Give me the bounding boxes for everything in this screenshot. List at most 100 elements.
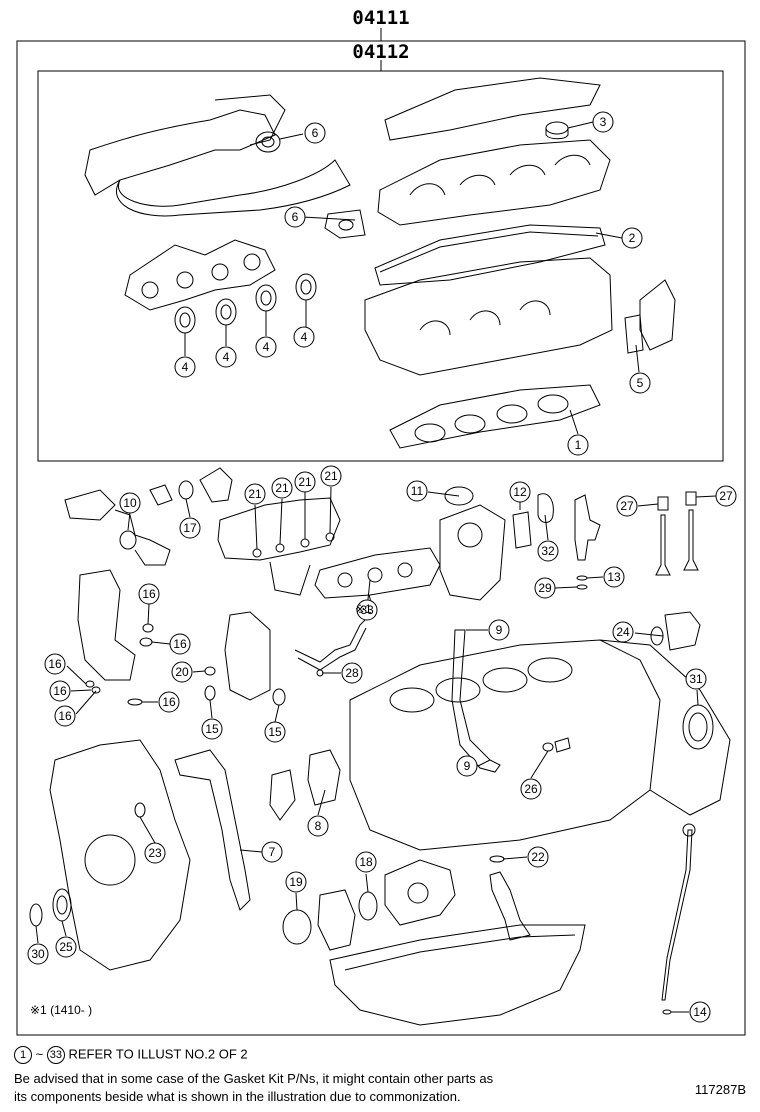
callout-circle-10	[119, 492, 141, 514]
callout-circle-27	[715, 485, 737, 507]
oil-filler-cap	[545, 121, 569, 135]
callout-number-29: 29	[538, 581, 552, 595]
o-ring-30	[29, 903, 43, 927]
callout-circle-24	[612, 621, 634, 643]
callout-circle-16	[49, 680, 71, 702]
callout-number-17: 17	[183, 521, 197, 535]
callout-circle-14	[689, 1001, 711, 1023]
callout-circle-22	[527, 846, 549, 868]
o-ring-19	[282, 909, 312, 945]
callout-number-14: 14	[693, 1005, 707, 1019]
callout-number-12: 12	[513, 485, 527, 499]
callout-number-9: 9	[464, 759, 471, 773]
gasket-11	[444, 486, 474, 506]
callout-number-24: 24	[616, 625, 630, 639]
o-ring-13	[576, 575, 588, 581]
inline-applicability-mark: ※1	[355, 602, 372, 616]
timing-gear-cover	[49, 739, 191, 971]
o-ring-29	[576, 584, 588, 590]
callout-circle-13	[603, 566, 625, 588]
callout-circle-30	[27, 943, 49, 965]
callout-number-11: 11	[411, 484, 424, 498]
intake-pipe	[84, 109, 276, 196]
callout-circle-17	[179, 517, 201, 539]
gasket-5	[624, 314, 644, 354]
manifold-gasket-b	[215, 298, 237, 326]
callout-circle-29	[534, 577, 556, 599]
oil-pan	[329, 924, 586, 1026]
callout-circle-3	[592, 111, 614, 133]
oil-pump-cover	[317, 889, 356, 951]
callout-number-19: 19	[289, 875, 303, 889]
callout-number-10: 10	[123, 496, 137, 510]
callout-circle-6	[284, 206, 306, 228]
water-pump-gasket	[307, 749, 341, 806]
callout-number-21: 21	[275, 481, 289, 495]
callout-number-5: 5	[637, 376, 644, 390]
callout-circle-23	[144, 842, 166, 864]
callout-circle-8	[307, 815, 329, 837]
leader-lines	[35, 121, 717, 1013]
valve-left	[655, 514, 671, 576]
manifold-gasket-c	[255, 284, 277, 312]
callout-number-6: 6	[312, 126, 319, 140]
gasket-32	[537, 493, 554, 523]
callout-number-15: 15	[205, 722, 219, 736]
callout-circle-15	[201, 718, 223, 740]
callout-circle-15	[264, 721, 286, 743]
callout-circle-11	[406, 480, 428, 502]
callout-number-2: 2	[629, 231, 636, 245]
callout-circle-19	[285, 871, 307, 893]
callout-circle-21	[294, 471, 316, 493]
dipstick-tube	[451, 629, 501, 773]
callout-circle-1	[567, 434, 589, 456]
callout-number-16: 16	[173, 637, 187, 651]
manifold-gasket-d	[295, 273, 317, 301]
callout-circle-16	[158, 691, 180, 713]
oil-dipstick	[661, 829, 693, 1001]
callout-number-15: 15	[268, 725, 282, 739]
callout-number-22: 22	[531, 850, 545, 864]
callout-circle-20	[171, 661, 193, 683]
callout-number-18: 18	[359, 855, 373, 869]
callout-number-8: 8	[315, 819, 322, 833]
intake-gasket-a	[252, 548, 262, 558]
oil-pipe	[294, 619, 366, 663]
callout-circle-9	[488, 619, 510, 641]
oil-seal-25	[52, 888, 72, 922]
callout-number-4: 4	[263, 340, 270, 354]
callout-number-21: 21	[324, 469, 338, 483]
advice-line-1: Be advised that in some case of the Gask…	[14, 1071, 494, 1086]
callout-number-6: 6	[292, 210, 299, 224]
o-ring-20	[204, 666, 216, 676]
gasket-10	[119, 530, 137, 550]
outer-kit-frame	[16, 40, 746, 1036]
water-pump-housing	[77, 569, 136, 681]
o-ring-17	[178, 480, 194, 500]
range-start-circle: 1	[14, 1046, 32, 1064]
cam-housing	[639, 279, 676, 351]
valve-right	[683, 509, 699, 571]
gasket-12	[512, 511, 532, 549]
cylinder-block	[349, 639, 661, 851]
callout-circle-5	[629, 372, 651, 394]
callout-number-16: 16	[58, 709, 72, 723]
gasket-6-upper	[255, 131, 281, 153]
callout-circle-31	[685, 668, 707, 690]
callout-circle-25	[55, 936, 77, 958]
callout-number-27: 27	[620, 499, 634, 513]
footnote-range: 1 ~ 33 REFER TO ILLUST NO.2 OF 2	[14, 1046, 248, 1064]
callout-number-31: 31	[689, 672, 703, 686]
gasket-6-lower	[324, 209, 366, 239]
valve-cover-gasket-upper	[384, 77, 601, 141]
timing-cover-small	[224, 611, 271, 701]
callout-number-4: 4	[223, 350, 230, 364]
valve-seal-right	[685, 491, 697, 506]
callout-circle-2	[621, 227, 643, 249]
exhaust-manifold	[124, 239, 276, 311]
oil-strainer	[489, 871, 531, 941]
o-ring-15-a	[204, 685, 216, 701]
callout-number-16: 16	[162, 695, 176, 709]
callout-circle-12	[509, 481, 531, 503]
valve-cover	[377, 139, 611, 226]
